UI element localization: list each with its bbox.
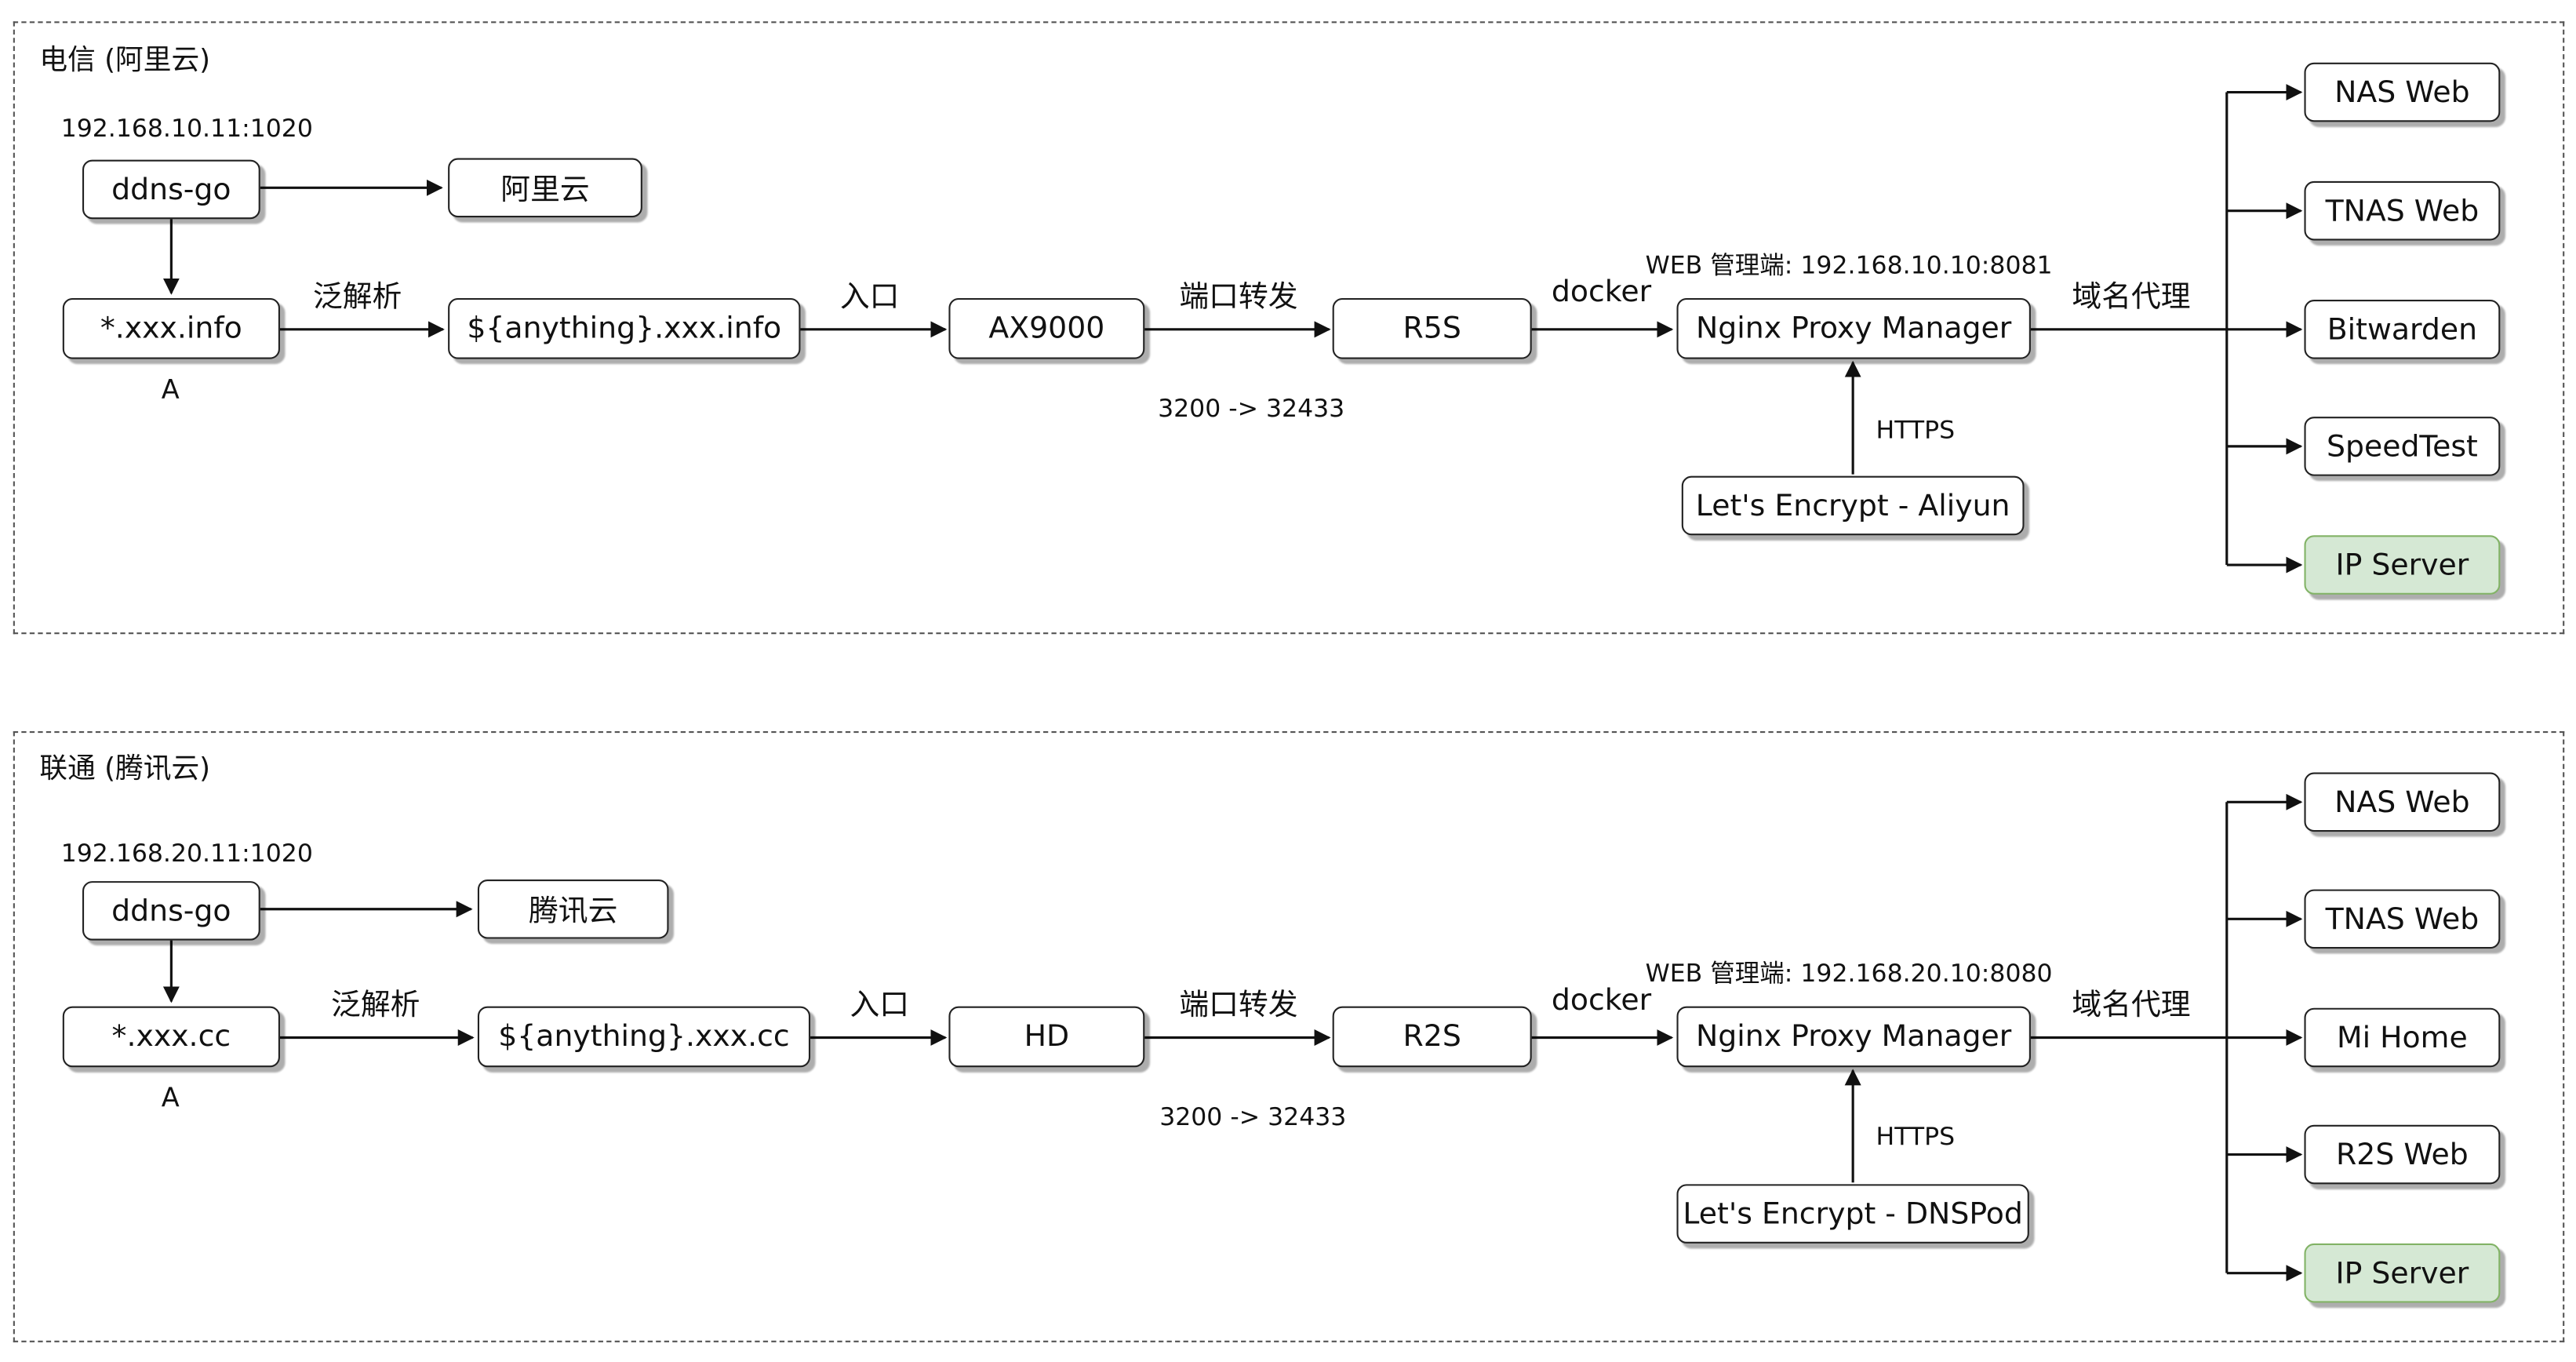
service-node[interactable]: R2S Web xyxy=(2304,1124,2501,1185)
domain-node[interactable]: *.xxx.cc xyxy=(62,1006,280,1068)
domain-node[interactable]: *.xxx.info xyxy=(62,297,280,359)
dns-provider-node[interactable]: 腾讯云 xyxy=(477,879,669,939)
wildcard-label: 泛解析 xyxy=(331,988,420,1023)
entry-label: 入口 xyxy=(850,988,910,1023)
port-forward-label: 端口转发 xyxy=(1179,988,1298,1023)
record-type-label: A xyxy=(161,1082,180,1114)
proxy-manager-node[interactable]: Nginx Proxy Manager xyxy=(1676,1006,2031,1068)
dns-provider-node[interactable]: 阿里云 xyxy=(448,158,642,218)
wildcard-label: 泛解析 xyxy=(312,279,402,315)
service-node-highlight[interactable]: IP Server xyxy=(2304,535,2501,595)
host-node[interactable]: R2S xyxy=(1332,1006,1532,1068)
group-title-telecom: 电信 (阿里云) xyxy=(39,44,211,78)
record-type-label: A xyxy=(161,373,180,406)
service-node[interactable]: NAS Web xyxy=(2304,62,2501,122)
https-label: HTTPS xyxy=(1876,414,1956,445)
domain-proxy-label: 域名代理 xyxy=(2072,988,2191,1023)
resolved-domain-node[interactable]: ${anything}.xxx.cc xyxy=(477,1006,811,1068)
port-forward-label: 端口转发 xyxy=(1179,279,1298,315)
group-telecom xyxy=(13,21,2565,635)
ddns-go-node[interactable]: ddns-go xyxy=(82,881,260,941)
resolved-domain-node[interactable]: ${anything}.xxx.info xyxy=(448,297,801,359)
service-node[interactable]: Bitwarden xyxy=(2304,300,2501,359)
ddns-ip-label: 192.168.20.11:1020 xyxy=(60,838,313,869)
group-title-unicom: 联通 (腾讯云) xyxy=(39,752,211,786)
port-map-label: 3200 -> 32433 xyxy=(1158,393,1345,424)
router-node[interactable]: HD xyxy=(948,1006,1145,1068)
ddns-ip-label: 192.168.10.11:1020 xyxy=(60,113,313,144)
https-label: HTTPS xyxy=(1876,1121,1956,1152)
entry-label: 入口 xyxy=(839,279,900,315)
service-node[interactable]: SpeedTest xyxy=(2304,417,2501,476)
ddns-go-node[interactable]: ddns-go xyxy=(82,159,260,220)
admin-address-label: WEB 管理端: 192.168.10.10:8081 xyxy=(1645,250,2053,280)
service-node[interactable]: TNAS Web xyxy=(2304,889,2501,949)
proxy-manager-node[interactable]: Nginx Proxy Manager xyxy=(1676,297,2031,359)
docker-label: docker xyxy=(1551,275,1652,310)
service-node[interactable]: NAS Web xyxy=(2304,772,2501,832)
service-node[interactable]: Mi Home xyxy=(2304,1007,2501,1068)
service-node-highlight[interactable]: IP Server xyxy=(2304,1243,2501,1303)
admin-address-label: WEB 管理端: 192.168.20.10:8080 xyxy=(1645,958,2053,989)
cert-node[interactable]: Let's Encrypt - DNSPod xyxy=(1676,1184,2029,1244)
service-node[interactable]: TNAS Web xyxy=(2304,180,2501,241)
port-map-label: 3200 -> 32433 xyxy=(1159,1102,1347,1132)
docker-label: docker xyxy=(1551,983,1652,1018)
router-node[interactable]: AX9000 xyxy=(948,297,1145,359)
host-node[interactable]: R5S xyxy=(1332,297,1532,359)
group-unicom xyxy=(13,731,2565,1342)
domain-proxy-label: 域名代理 xyxy=(2072,279,2191,315)
cert-node[interactable]: Let's Encrypt - Aliyun xyxy=(1681,475,2025,536)
